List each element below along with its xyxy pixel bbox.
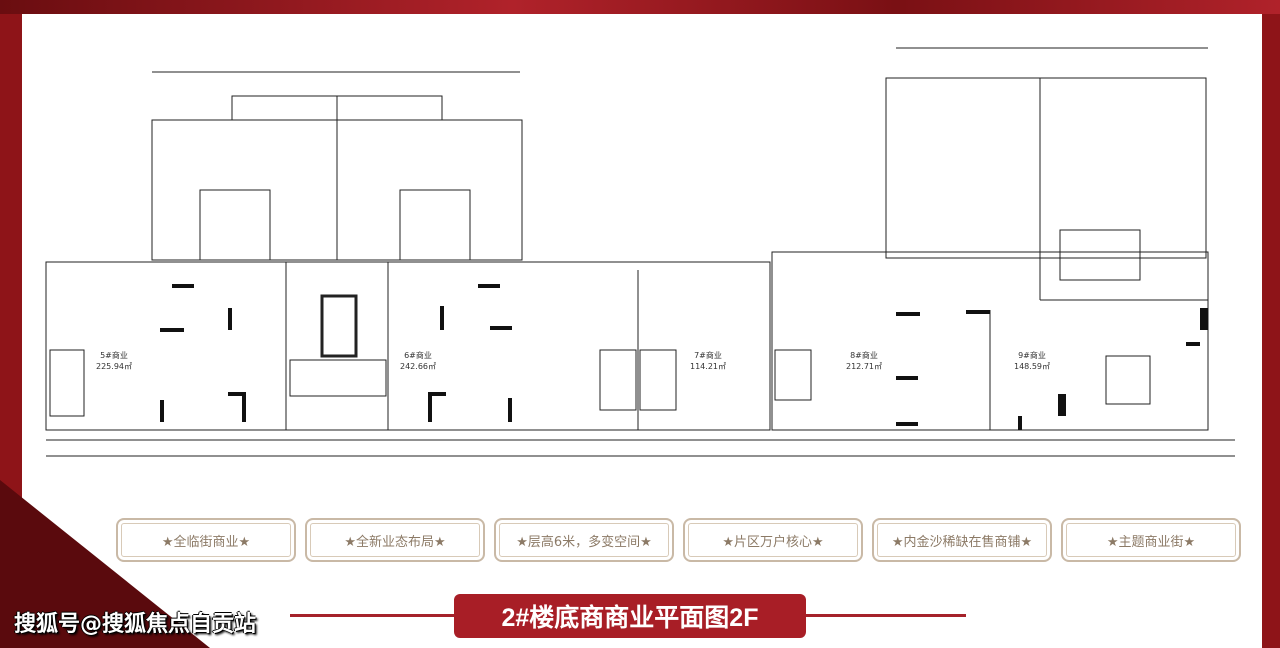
unit-5-label: 5#商业 225.94㎡: [96, 350, 132, 372]
feature-badge: ★片区万户核心★: [683, 518, 863, 562]
stair: [639, 349, 677, 411]
unit-name: 8#商业: [850, 351, 878, 360]
unit-6-label: 6#商业 242.66㎡: [400, 350, 436, 372]
top-frame: [0, 0, 1280, 14]
stair: [49, 349, 85, 417]
feature-badge: ★全新业态布局★: [305, 518, 485, 562]
unit-name: 6#商业: [404, 351, 432, 360]
commercial-row-left: [45, 261, 771, 431]
unit-7-label: 7#商业 114.21㎡: [690, 350, 726, 372]
unit-name: 7#商业: [694, 351, 722, 360]
stair: [774, 349, 812, 401]
unit-area: 148.59㎡: [1014, 362, 1050, 371]
feature-badge: ★内金沙稀缺在售商铺★: [872, 518, 1052, 562]
plan-title: 2#楼底商商业平面图2F: [454, 594, 806, 638]
stair: [599, 349, 637, 411]
unit-9-label: 9#商业 148.59㎡: [1014, 350, 1050, 372]
unit-name: 5#商业: [100, 351, 128, 360]
unit-name: 9#商业: [1018, 351, 1046, 360]
watermark: 搜狐号@搜狐焦点自贡站: [14, 612, 257, 637]
feature-badges: ★全临街商业★ ★全新业态布局★ ★层高6米，多变空间★ ★片区万户核心★ ★内…: [116, 518, 1241, 562]
elevator-core: [320, 294, 358, 358]
unit-area: 242.66㎡: [400, 362, 436, 371]
residential-block-right: [885, 77, 1207, 259]
corner-decoration: [0, 480, 210, 648]
unit-area: 225.94㎡: [96, 362, 132, 371]
feature-badge: ★层高6米，多变空间★: [494, 518, 674, 562]
unit-8-label: 8#商业 212.71㎡: [846, 350, 882, 372]
unit-area: 212.71㎡: [846, 362, 882, 371]
feature-badge: ★主题商业街★: [1061, 518, 1241, 562]
stair: [289, 359, 387, 397]
stair: [1105, 355, 1151, 405]
unit-area: 114.21㎡: [690, 362, 726, 371]
